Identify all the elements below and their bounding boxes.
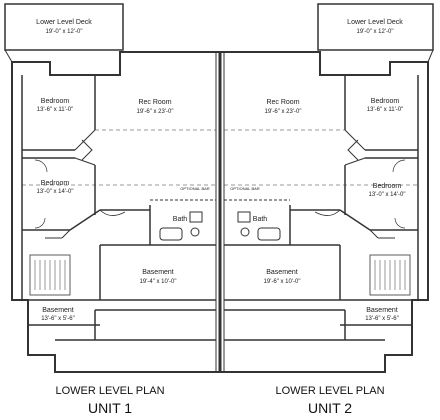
basement-main-dims-unit-1: 19'-4" x 10'-0" xyxy=(140,279,177,285)
deck-dims-unit-2: 19'-0" x 12'-0" xyxy=(357,29,394,35)
exterior-wall xyxy=(11,51,429,373)
deck-label-unit-2: Lower Level Deck xyxy=(347,19,403,26)
unit-title-unit-2: UNIT 2 xyxy=(307,400,353,416)
optional-bar-label-unit-2: OPTIONAL BAR xyxy=(230,186,260,191)
bedroom-lower-label-unit-2: Bedroom xyxy=(373,183,402,190)
basement-small-dims-unit-2: 13'-6" x 5'-6" xyxy=(365,316,399,322)
optional-bar-label-unit-1: OPTIONAL BAR xyxy=(180,186,210,191)
rec-room-label-unit-1: Rec Room xyxy=(138,99,171,106)
basement-small-label-unit-1: Basement xyxy=(42,307,74,314)
rec-room-label-unit-2: Rec Room xyxy=(266,99,299,106)
plan-title-unit-2: LOWER LEVEL PLAN xyxy=(275,385,385,397)
bedroom-upper-dims-unit-1: 13'-6" x 11'-0" xyxy=(37,107,73,113)
bedroom-upper-label-unit-2: Bedroom xyxy=(371,98,400,105)
unit-title-unit-1: UNIT 1 xyxy=(87,400,133,416)
basement-small-dims-unit-1: 13'-6" x 5'-6" xyxy=(41,316,75,322)
basement-small-label-unit-2: Basement xyxy=(366,307,398,314)
basement-main-label-unit-1: Basement xyxy=(142,269,174,276)
plan-title-unit-1: LOWER LEVEL PLAN xyxy=(55,385,165,397)
deck-dims-unit-1: 19'-0" x 12'-0" xyxy=(46,29,83,35)
rec-room-dims-unit-2: 19'-6" x 23'-0" xyxy=(265,109,302,115)
deck-label-unit-1: Lower Level Deck xyxy=(36,19,92,26)
rec-room-dims-unit-1: 19'-6" x 23'-0" xyxy=(137,109,174,115)
basement-main-dims-unit-2: 19'-6" x 10'-0" xyxy=(264,279,301,285)
bedroom-lower-dims-unit-1: 13'-0" x 14'-0" xyxy=(37,189,74,195)
deck-outline-unit-1 xyxy=(4,3,124,51)
bath-label-unit-2: Bath xyxy=(253,216,268,223)
bedroom-upper-dims-unit-2: 13'-6" x 11'-0" xyxy=(367,107,403,113)
bedroom-upper-label-unit-1: Bedroom xyxy=(41,98,70,105)
basement-main-label-unit-2: Basement xyxy=(266,269,298,276)
bedroom-lower-label-unit-1: Bedroom xyxy=(41,180,70,187)
bath-label-unit-1: Bath xyxy=(173,216,188,223)
bedroom-lower-dims-unit-2: 13'-0" x 14'-0" xyxy=(369,192,406,198)
deck-outline-unit-2 xyxy=(317,3,434,51)
